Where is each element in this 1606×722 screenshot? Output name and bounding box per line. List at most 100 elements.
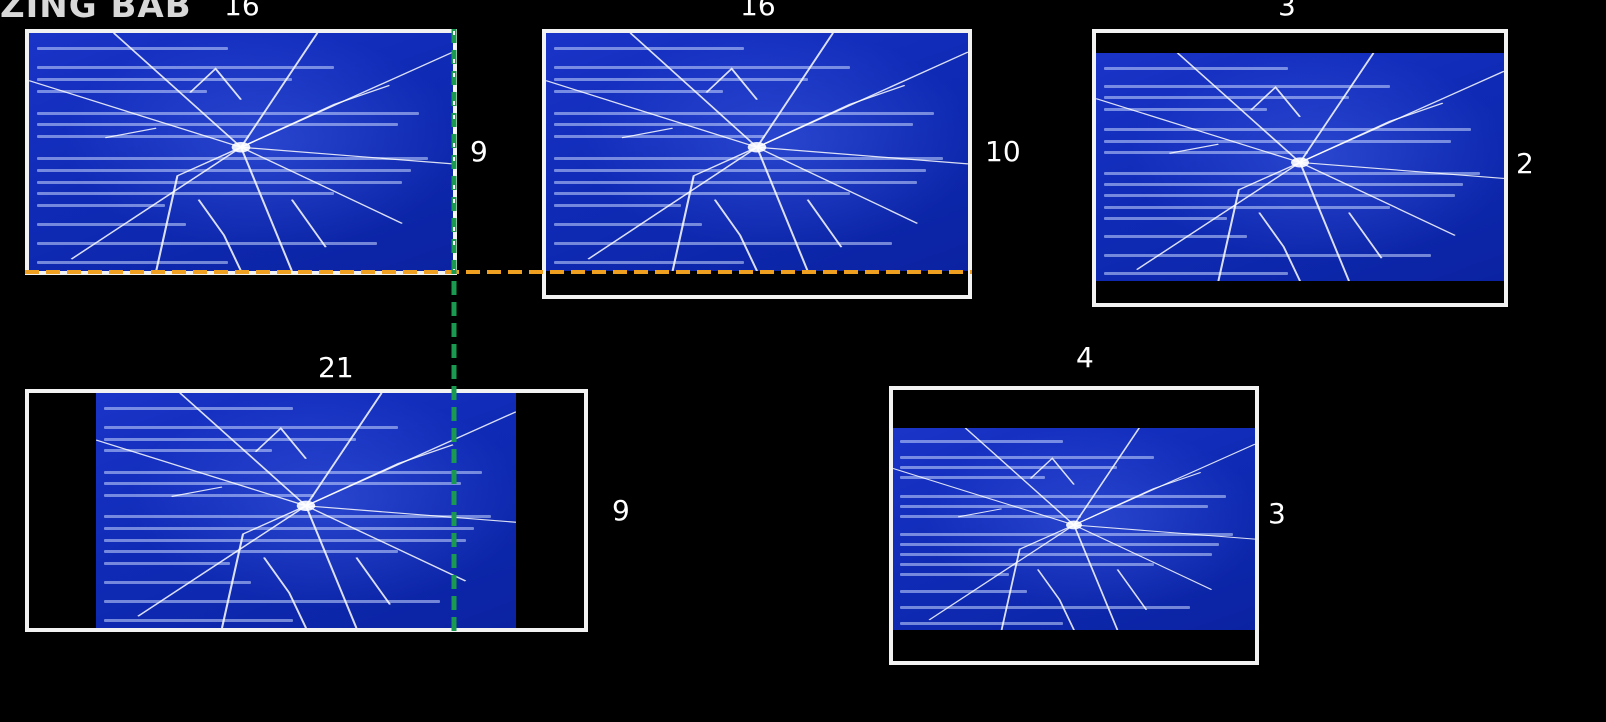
screen-text-line xyxy=(554,223,703,227)
crack-line xyxy=(713,199,759,271)
screen-text-line xyxy=(37,192,335,196)
screen-text-line xyxy=(37,111,420,115)
crack-line xyxy=(1299,53,1375,163)
crack-line xyxy=(1036,569,1075,630)
screen-text-line xyxy=(1104,235,1247,239)
crack-line xyxy=(104,127,157,139)
screen-text-line xyxy=(1104,84,1390,88)
crack-line xyxy=(171,486,223,497)
screen-text-line xyxy=(104,562,231,566)
crack-line xyxy=(1299,102,1444,163)
screen-text-line xyxy=(900,553,1212,557)
height-label: 9 xyxy=(612,494,630,527)
height-label: 9 xyxy=(470,135,488,168)
screen-text-line xyxy=(37,223,186,227)
crack-line xyxy=(1176,53,1301,163)
crack-lines xyxy=(96,393,516,628)
crack-line xyxy=(705,67,758,100)
impact-point xyxy=(296,500,316,511)
screen-text-line xyxy=(37,135,250,139)
crack-line xyxy=(189,67,242,100)
screen-text-line xyxy=(900,533,1234,537)
crack-line xyxy=(1000,524,1075,630)
width-label: 16 xyxy=(740,0,776,22)
screen-text-line xyxy=(1104,271,1288,275)
crack-line xyxy=(1073,428,1141,526)
crack-line xyxy=(756,84,906,148)
screen-text-line xyxy=(104,407,294,411)
screen-text-line xyxy=(900,456,1154,460)
screen-text-line xyxy=(37,123,398,127)
screen-text-line xyxy=(900,563,1154,567)
crack-line xyxy=(1217,161,1301,281)
crack-lines xyxy=(1096,53,1504,281)
crack-line xyxy=(304,505,358,628)
screen-text-line xyxy=(554,192,850,196)
screen-text-line xyxy=(554,180,918,184)
height-label: 2 xyxy=(1516,147,1534,180)
screen-text-line xyxy=(554,47,745,51)
screen-text-line xyxy=(37,168,411,172)
crack-line xyxy=(1073,524,1255,540)
screen-text-line xyxy=(554,135,766,139)
logo-fragment: ZING BAB xyxy=(0,0,192,26)
crack-line xyxy=(1116,569,1148,610)
crack-line xyxy=(806,199,843,248)
crack-line xyxy=(1073,524,1119,630)
screen-text-line xyxy=(1104,128,1472,132)
crack-line xyxy=(305,505,467,582)
screen-text-line xyxy=(104,581,252,584)
screen-text-line xyxy=(104,550,399,554)
screen-text-line xyxy=(104,482,462,486)
crack-line xyxy=(240,84,390,148)
crack-line xyxy=(1073,524,1213,590)
crack-line xyxy=(629,33,758,148)
screen-text-line xyxy=(104,526,474,530)
screen-text-line xyxy=(37,90,208,94)
crack-line xyxy=(1029,457,1075,485)
screen-text-line xyxy=(554,111,935,115)
crack-line xyxy=(239,147,293,271)
crack-line xyxy=(240,146,403,224)
crack-line xyxy=(179,393,307,507)
screen-text-line xyxy=(900,514,1082,518)
screen-text-line xyxy=(554,156,943,160)
crack-line xyxy=(587,146,758,260)
screen-text-line xyxy=(554,123,914,127)
screen-text-line xyxy=(900,573,1009,577)
crack-line xyxy=(756,33,834,148)
impact-point xyxy=(747,142,767,153)
screen-text-line xyxy=(900,605,1190,609)
crack-lines xyxy=(893,428,1255,630)
screen-text-line xyxy=(37,242,377,246)
crack-line xyxy=(1348,212,1383,259)
screen-text-line xyxy=(37,47,229,51)
screen-text-line xyxy=(1104,182,1464,186)
screen-text-line xyxy=(104,449,273,453)
screen-text-line xyxy=(900,543,1219,547)
crack-lines xyxy=(546,33,968,271)
screen-text-line xyxy=(1104,139,1451,143)
screen-text-line xyxy=(900,494,1227,498)
crack-line xyxy=(755,147,809,271)
height-label: 10 xyxy=(985,135,1021,168)
screen-text-line xyxy=(554,168,926,172)
panel-3-2 xyxy=(1092,29,1508,307)
screen-text-line xyxy=(104,599,441,603)
crack-line xyxy=(220,505,307,628)
crack-line xyxy=(957,508,1002,518)
crack-line xyxy=(756,146,968,165)
screen-text-line xyxy=(554,204,682,208)
cracked-screen-image xyxy=(546,33,968,271)
crack-line xyxy=(964,428,1075,526)
screen-text-line xyxy=(554,261,745,265)
impact-point xyxy=(231,142,251,153)
screen-text-line xyxy=(554,90,724,94)
panel-21-9 xyxy=(25,389,588,632)
crack-line xyxy=(137,505,307,617)
crack-line xyxy=(155,146,242,271)
crack-line xyxy=(1073,472,1202,526)
crack-line xyxy=(254,426,307,460)
height-label: 3 xyxy=(1268,497,1286,530)
screen-text-line xyxy=(1104,253,1431,257)
